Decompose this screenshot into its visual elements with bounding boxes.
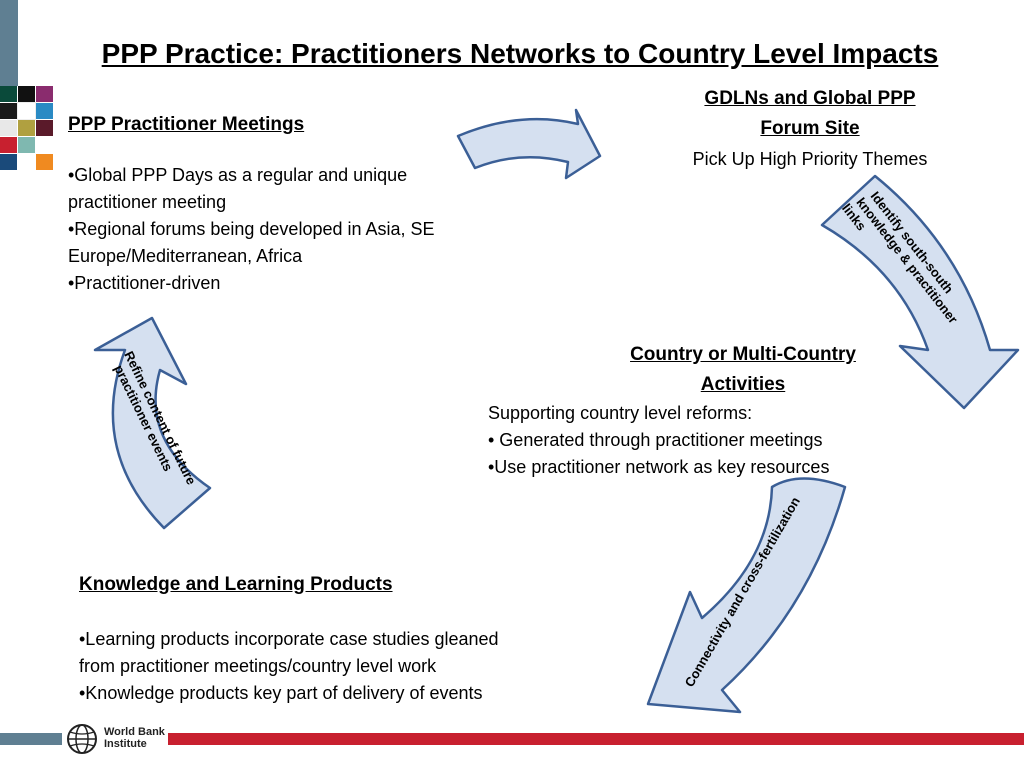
gdln-heading-line2: Forum Site <box>760 118 860 139</box>
knowledge-line: •Knowledge products key part of delivery… <box>79 683 483 703</box>
gdln-subtitle: Pick Up High Priority Themes <box>692 149 928 169</box>
decorative-mosaic <box>0 86 54 172</box>
decorative-side-bar <box>0 0 18 86</box>
country-line: •Use practitioner network as key resourc… <box>488 457 830 477</box>
meetings-line: •Regional forums being developed in Asia… <box>68 219 435 239</box>
gdln-block: GDLNs and Global PPP Forum Site Pick Up … <box>645 84 975 174</box>
country-line: Supporting country level reforms: <box>488 403 753 423</box>
knowledge-line: •Learning products incorporate case stud… <box>79 629 499 649</box>
logo-line2: Institute <box>104 738 147 750</box>
left-curved-arrow <box>93 316 212 530</box>
logo-line1: World Bank <box>104 726 165 738</box>
right-curved-arrow <box>820 174 1020 410</box>
gdln-heading-line1: GDLNs and Global PPP <box>704 88 916 109</box>
knowledge-products-block: Knowledge and Learning Products •Learnin… <box>79 570 639 707</box>
country-activities-block: Country or Multi-Country Activities Supp… <box>488 340 1008 481</box>
meetings-line: •Practitioner-driven <box>68 273 221 293</box>
world-bank-globe-icon <box>67 724 97 754</box>
knowledge-heading: Knowledge and Learning Products <box>79 574 393 595</box>
bottom-curved-arrow <box>646 477 847 714</box>
logo-text: World Bank Institute <box>104 726 165 750</box>
meetings-line: practitioner meeting <box>68 192 227 212</box>
meetings-line: •Global PPP Days as a regular and unique <box>68 165 408 185</box>
country-heading-line2: Activities <box>700 374 786 395</box>
country-line: • Generated through practitioner meeting… <box>488 430 823 450</box>
footer-red-bar <box>168 733 1024 745</box>
meetings-heading: PPP Practitioner Meetings <box>68 114 305 135</box>
footer-gray-bar <box>0 733 62 745</box>
knowledge-line: from practitioner meetings/country level… <box>79 656 437 676</box>
slide-title: PPP Practice: Practitioners Networks to … <box>101 38 939 69</box>
top-curved-arrow <box>456 108 602 180</box>
meetings-line: Europe/Mediterranean, Africa <box>68 246 303 266</box>
practitioner-meetings-block: PPP Practitioner Meetings •Global PPP Da… <box>68 112 548 297</box>
country-heading-line1: Country or Multi-Country <box>630 344 856 365</box>
